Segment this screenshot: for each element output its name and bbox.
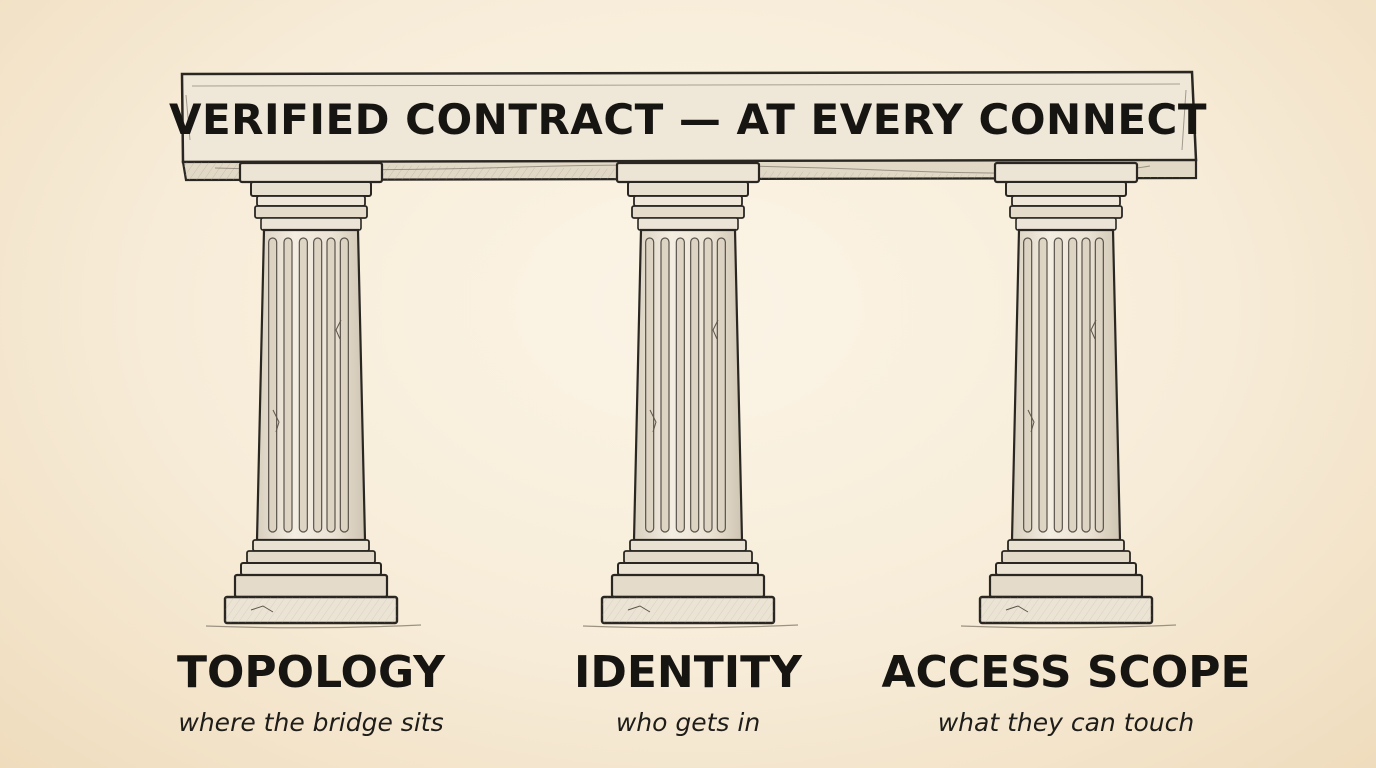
beam-title: VERIFIED CONTRACT — AT EVERY CONNECT xyxy=(168,94,1208,144)
pillar-name-identity: IDENTITY xyxy=(573,647,803,698)
column-identity xyxy=(582,161,799,629)
pillar-label-access-scope: ACCESS SCOPE what they can touch xyxy=(846,640,1286,740)
columns xyxy=(205,161,1177,629)
pillar-caption-access-scope: what they can touch xyxy=(937,708,1195,737)
column-topology xyxy=(205,161,422,629)
pillar-caption-topology: where the bridge sits xyxy=(178,708,444,737)
pillar-label-identity: IDENTITY who gets in xyxy=(468,640,908,740)
pillar-name-topology: TOPOLOGY xyxy=(177,647,445,698)
column-access-scope xyxy=(960,161,1177,629)
pillar-caption-identity: who gets in xyxy=(615,708,761,737)
pillar-label-topology: TOPOLOGY where the bridge sits xyxy=(91,640,531,740)
pillar-name-access-scope: ACCESS SCOPE xyxy=(881,647,1251,698)
